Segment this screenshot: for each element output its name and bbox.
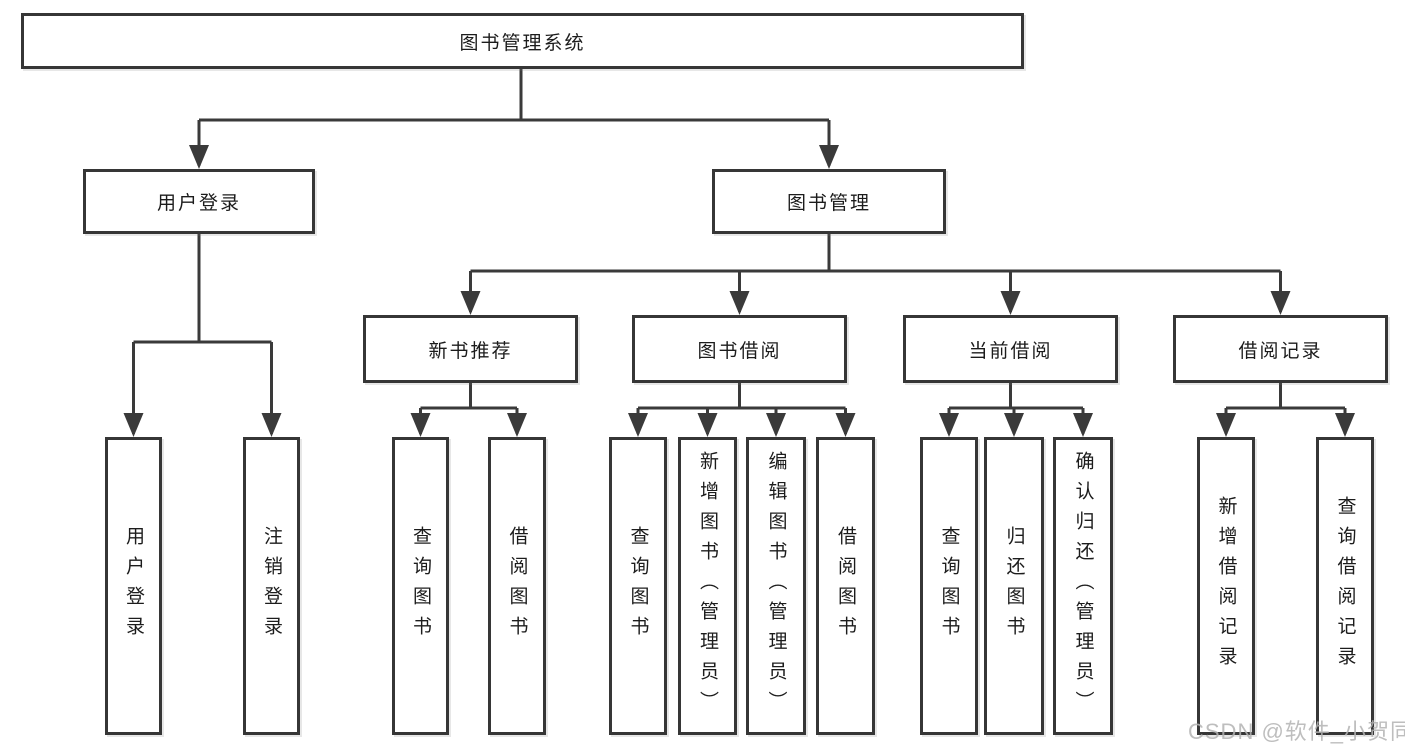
leaf-user-login: 用户登录: [105, 437, 162, 735]
leaf-query-borrow-record: 查询借阅记录: [1316, 437, 1374, 735]
node-current-borrow: 当前借阅: [903, 315, 1118, 383]
leaf-query-books-1: 查询图书: [392, 437, 449, 735]
leaf-confirm-return-admin: 确认归还（管理员）: [1053, 437, 1113, 735]
leaf-borrow-books-2: 借阅图书: [816, 437, 875, 735]
node-book-borrow: 图书借阅: [632, 315, 847, 383]
leaf-edit-books-admin: 编辑图书（管理员）: [746, 437, 806, 735]
leaf-return-books: 归还图书: [984, 437, 1044, 735]
watermark-text: CSDN @软件_小贺同学: [1188, 719, 1405, 744]
node-user-login: 用户登录: [83, 169, 315, 234]
node-root: 图书管理系统: [21, 13, 1024, 69]
leaf-query-books-2: 查询图书: [609, 437, 667, 735]
leaf-logout: 注销登录: [243, 437, 300, 735]
node-book-mgmt: 图书管理: [712, 169, 946, 234]
node-borrow-records: 借阅记录: [1173, 315, 1388, 383]
leaf-add-books-admin: 新增图书（管理员）: [678, 437, 737, 735]
leaf-add-borrow-record: 新增借阅记录: [1197, 437, 1255, 735]
node-new-book-rec: 新书推荐: [363, 315, 578, 383]
leaf-query-books-3: 查询图书: [920, 437, 978, 735]
leaf-borrow-books-1: 借阅图书: [488, 437, 546, 735]
